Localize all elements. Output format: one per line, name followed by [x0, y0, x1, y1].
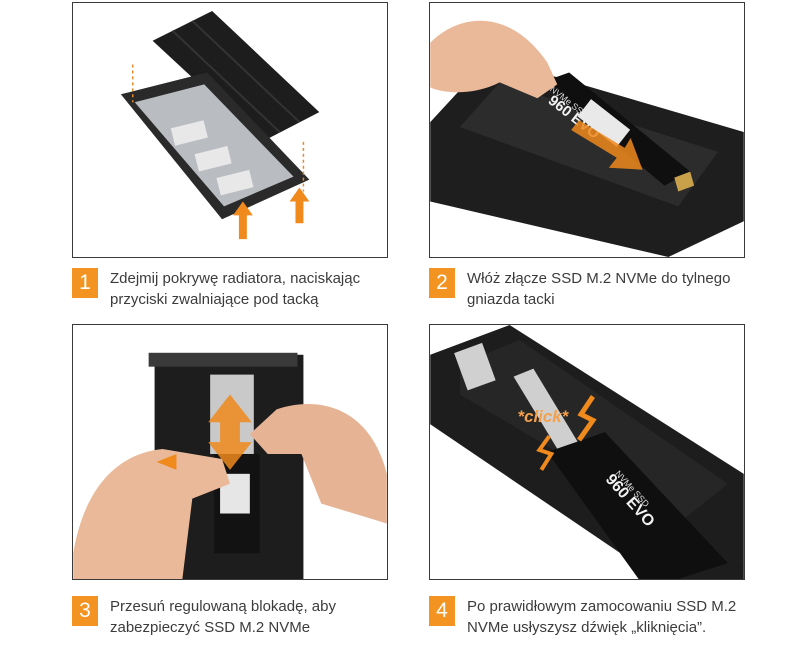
step-4: 4 Po prawidłowym zamocowaniu SSD M.2 NVM…: [429, 596, 757, 638]
step-number-badge: 2: [429, 268, 455, 298]
ssd-insert-illustration: NVMe SSD 960 EVO: [430, 20, 744, 257]
hand: [430, 20, 558, 99]
right-arrow-icon: [571, 120, 643, 170]
right-hand: [249, 404, 387, 524]
lock-slide-illustration: [73, 352, 387, 579]
step-2: 2 Włóż złącze SSD M.2 NVMe do tylnego gn…: [429, 268, 757, 310]
up-arrow-icon: [289, 187, 310, 224]
tray-plate: [134, 84, 294, 207]
adjustable-lock: [513, 368, 580, 452]
tray-heatsink-illustration: [120, 10, 320, 240]
lock-click-illustration: NVMe SSD 960 EVO *click*: [430, 325, 744, 579]
up-down-arrow-icon: [208, 394, 252, 470]
step-caption: Włóż złącze SSD M.2 NVMe do tylnego gnia…: [467, 270, 731, 308]
step-3: 3 Przesuń regulowaną blokadę, aby zabezp…: [72, 596, 400, 638]
heatsink-cover: [152, 10, 320, 142]
step-3-photo: [72, 324, 388, 580]
lightning-icon: [577, 395, 597, 442]
step-number-badge: 1: [72, 268, 98, 298]
step-caption: Przesuń regulowaną blokadę, aby zabezpie…: [110, 598, 336, 636]
step-number-badge: 4: [429, 596, 455, 626]
step-caption: Zdejmij pokrywę radiatora, naciskając pr…: [110, 270, 361, 308]
step-1-photo: [72, 2, 388, 258]
up-arrow-icon: [232, 201, 253, 240]
lightning-icon: [536, 434, 555, 471]
step-number-badge: 3: [72, 596, 98, 626]
click-label: *click*: [518, 407, 570, 426]
step-1: 1 Zdejmij pokrywę radiatora, naciskając …: [72, 268, 400, 310]
ssd-module: [547, 432, 728, 579]
step-caption: Po prawidłowym zamocowaniu SSD M.2 NVMe …: [467, 598, 737, 636]
step-4-photo: NVMe SSD 960 EVO *click*: [429, 324, 745, 580]
step-2-photo: NVMe SSD 960 EVO: [429, 2, 745, 258]
left-hand: [73, 449, 230, 579]
